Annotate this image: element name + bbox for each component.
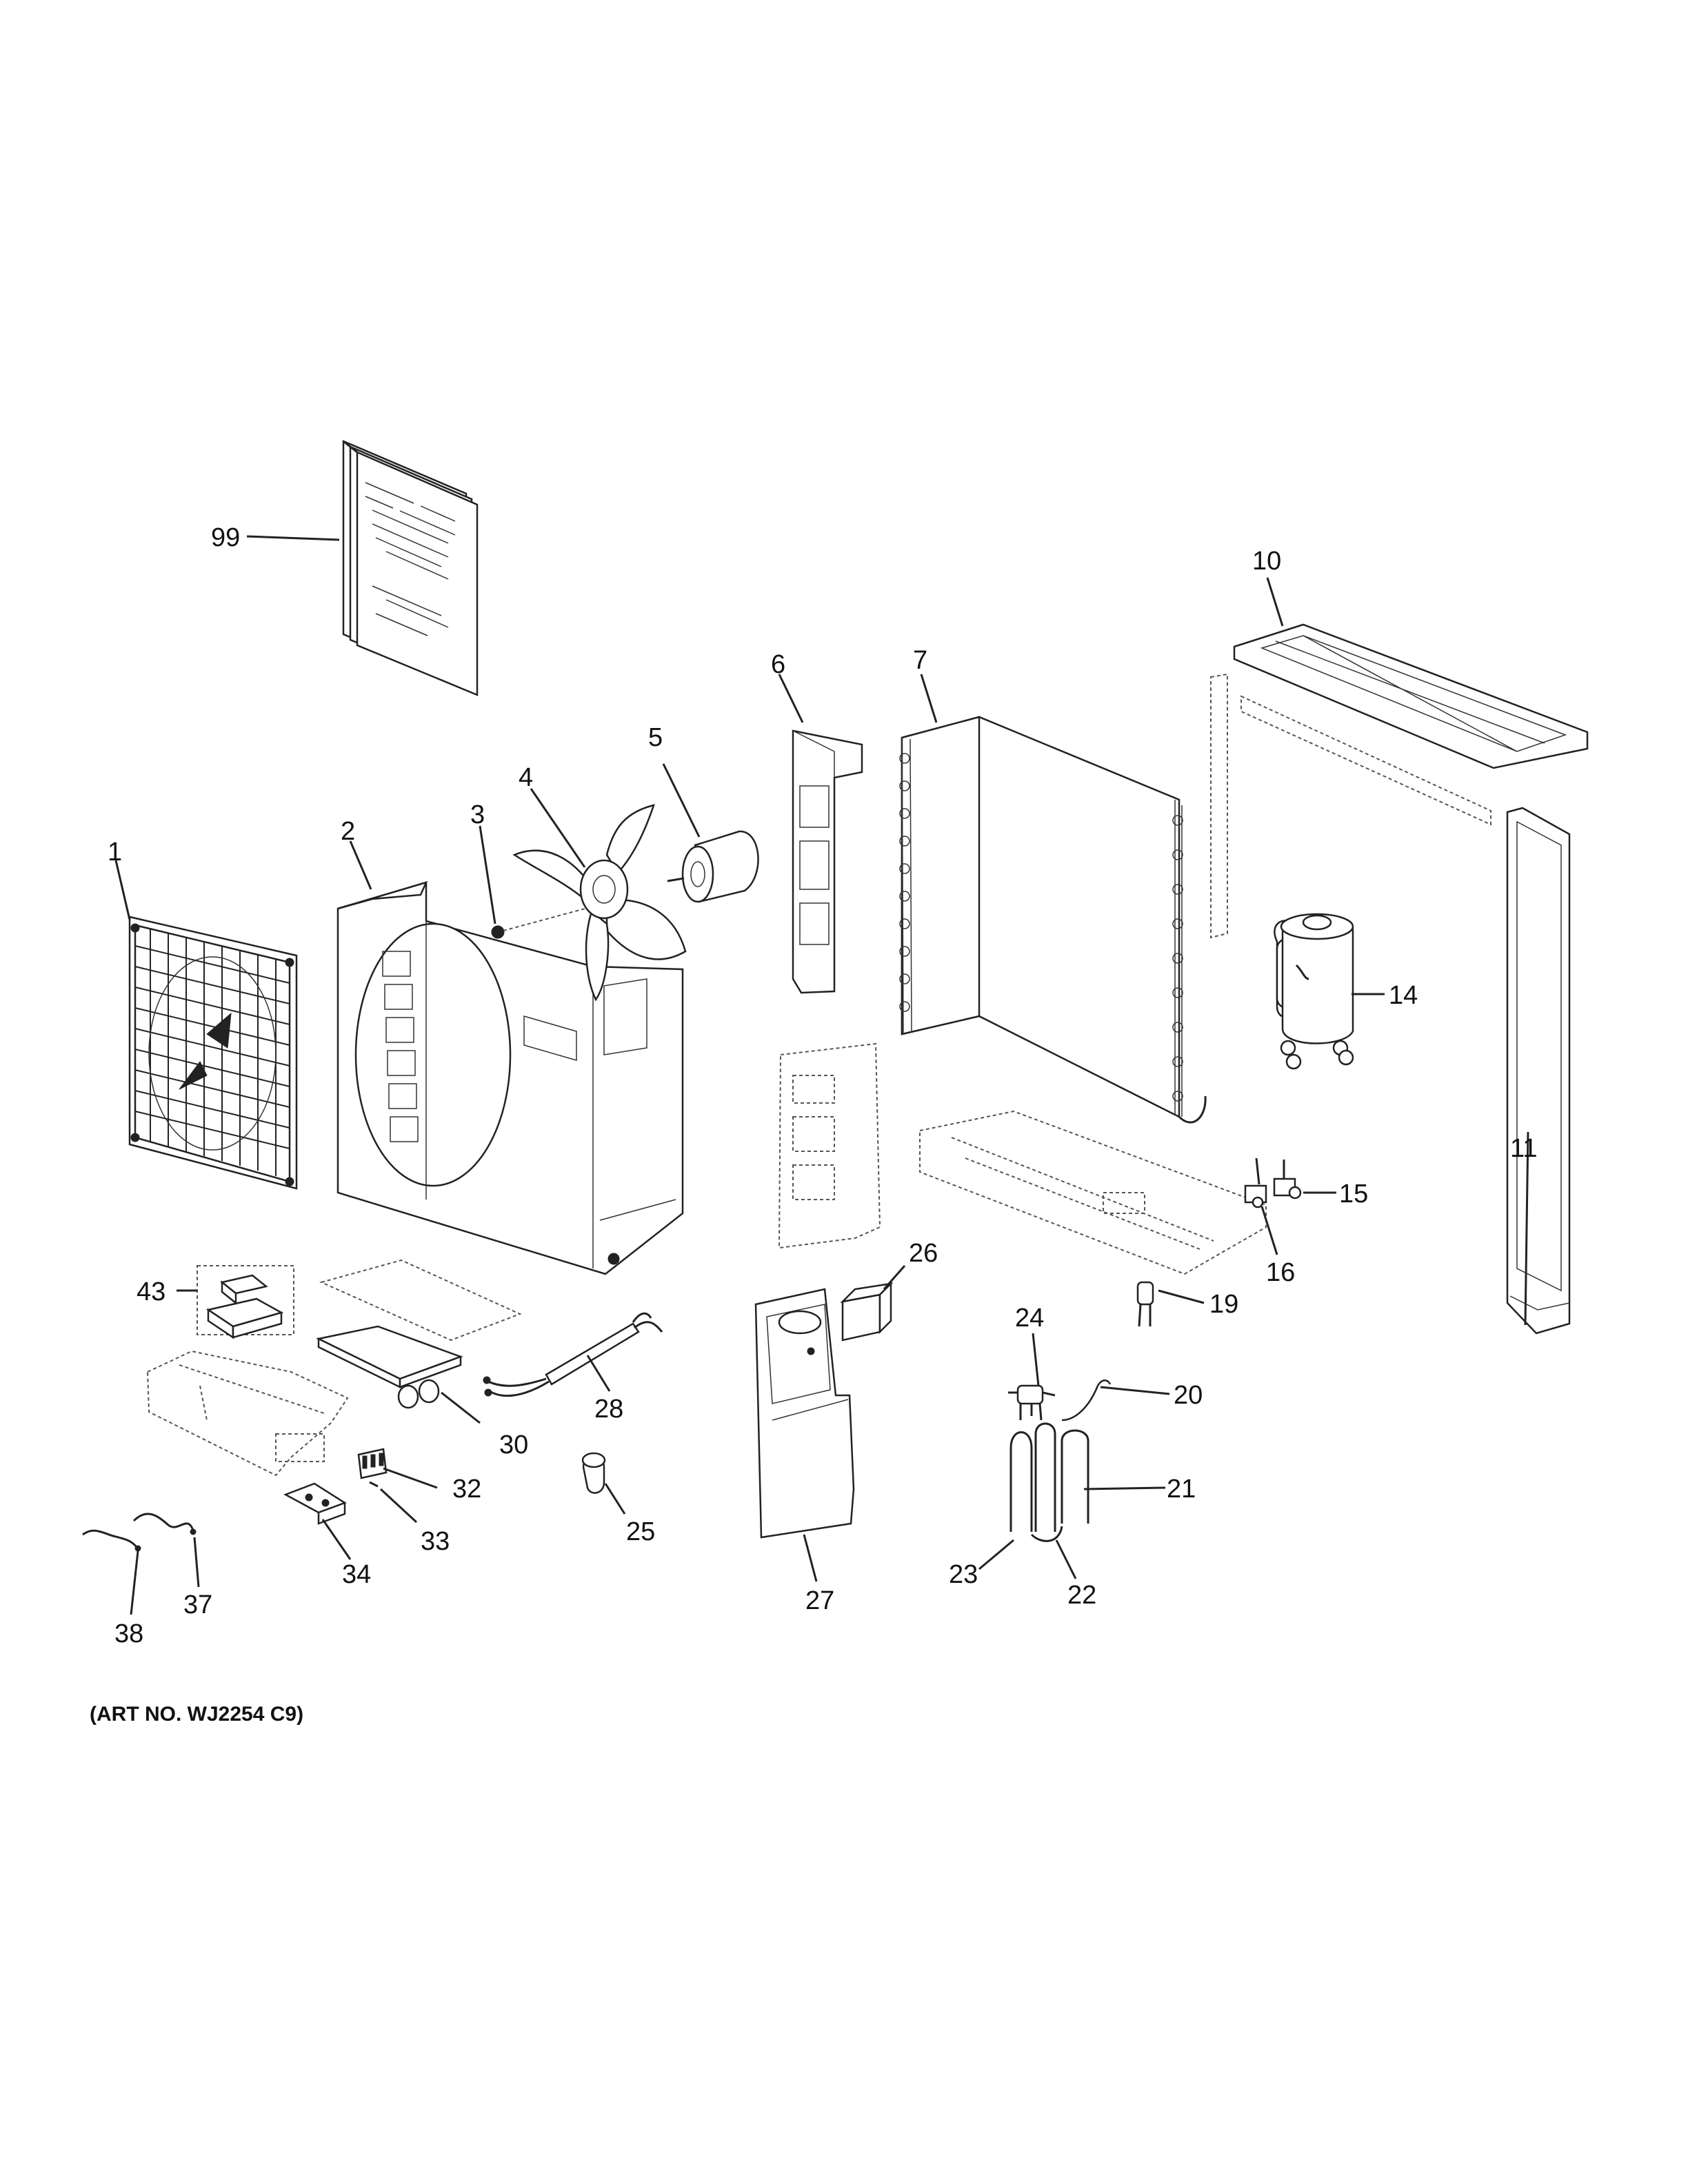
part-43-kit[interactable]: [197, 1265, 294, 1339]
callout-1: 1: [108, 838, 122, 867]
callout-33: 33: [421, 1527, 450, 1556]
leader-4: [530, 788, 586, 868]
part-1-fan-grille[interactable]: [128, 916, 298, 1190]
base-pan-reference: [919, 1110, 1267, 1275]
leader-24: [1032, 1333, 1040, 1386]
callout-15: 15: [1339, 1180, 1368, 1209]
callout-26: 26: [909, 1239, 938, 1268]
callout-2: 2: [341, 817, 355, 846]
callout-25: 25: [626, 1517, 655, 1546]
leader-38: [130, 1550, 139, 1615]
leader-99: [246, 535, 340, 541]
leader-37: [193, 1537, 200, 1588]
leader-16: [1260, 1206, 1278, 1255]
leader-10: [1266, 577, 1284, 627]
part-4-fan-blade[interactable]: [512, 804, 687, 1002]
callout-4: 4: [519, 763, 533, 792]
callout-99: 99: [211, 523, 240, 552]
callout-37: 37: [183, 1590, 212, 1619]
callout-11: 11: [1510, 1134, 1537, 1163]
callout-21: 21: [1167, 1475, 1196, 1504]
art-number: (ART NO. WJ2254 C9): [90, 1703, 303, 1726]
callout-30: 30: [499, 1430, 528, 1459]
leader-25: [604, 1483, 626, 1515]
callout-3: 3: [470, 800, 485, 829]
leader-2: [349, 840, 372, 890]
callout-19: 19: [1209, 1290, 1238, 1319]
leader-30: [441, 1391, 481, 1424]
leader-27: [803, 1534, 818, 1582]
part-24-four-way-valve[interactable]: [1008, 1384, 1056, 1421]
part-7-condenser-coil[interactable]: [899, 716, 1207, 1124]
side-support-reference: [1210, 673, 1491, 939]
part-37-sensor[interactable]: [132, 1513, 197, 1535]
part-19-valve[interactable]: [1136, 1281, 1154, 1327]
insulation-sheet-reference: [319, 1259, 522, 1342]
callout-16: 16: [1266, 1258, 1295, 1287]
part-11-right-panel[interactable]: [1506, 807, 1571, 1335]
part-16-service-valve[interactable]: [1244, 1157, 1267, 1209]
leader-19: [1158, 1289, 1205, 1304]
callout-6: 6: [771, 650, 785, 679]
part-6-motor-bracket[interactable]: [792, 729, 863, 994]
part-14-compressor[interactable]: [1274, 913, 1354, 1070]
callout-28: 28: [594, 1395, 623, 1424]
part-99-manual[interactable]: [342, 440, 479, 696]
part-32-terminal-block[interactable]: [357, 1448, 388, 1479]
leader-6: [778, 674, 804, 723]
callout-24: 24: [1015, 1304, 1044, 1333]
part-25-drain-elbow[interactable]: [581, 1452, 606, 1494]
part-33-screw[interactable]: [369, 1481, 379, 1488]
leader-1: [114, 860, 131, 920]
leader-20: [1100, 1386, 1170, 1395]
partition-reference: [778, 1042, 881, 1249]
part-15-service-valve[interactable]: [1273, 1160, 1302, 1200]
part-26-capacitor[interactable]: [840, 1281, 894, 1342]
part-34-bracket[interactable]: [283, 1482, 347, 1525]
electrical-box-reference: [146, 1350, 349, 1477]
callout-labels: 99 1 2 3 4 5 6 7 10 11 14 15 16 19 20 21…: [108, 523, 1537, 1648]
leader-34: [321, 1519, 352, 1560]
part-27-control-cover[interactable]: [754, 1288, 855, 1539]
leader-32: [383, 1467, 438, 1489]
leader-28: [586, 1355, 611, 1392]
callout-38: 38: [114, 1619, 143, 1648]
callout-7: 7: [913, 646, 927, 675]
part-5-fan-motor[interactable]: [667, 830, 759, 903]
callout-27: 27: [805, 1586, 834, 1615]
callout-34: 34: [342, 1560, 371, 1589]
leader-23: [978, 1539, 1014, 1570]
leader-26: [883, 1265, 906, 1290]
part-3-nut[interactable]: [491, 925, 505, 939]
part-38-sensor[interactable]: [82, 1529, 141, 1552]
callout-23: 23: [949, 1560, 978, 1589]
callout-20: 20: [1174, 1381, 1203, 1410]
part-21-piping[interactable]: [1009, 1422, 1089, 1542]
callout-22: 22: [1067, 1581, 1096, 1610]
callout-14: 14: [1389, 981, 1418, 1010]
leader-7: [920, 674, 938, 723]
callout-32: 32: [452, 1475, 481, 1504]
leader-33: [379, 1488, 418, 1524]
leader-5: [662, 763, 701, 838]
leader-3: [479, 825, 496, 924]
part-10-top-cover[interactable]: [1233, 623, 1589, 769]
leader-22: [1055, 1539, 1077, 1579]
callout-10: 10: [1252, 547, 1281, 576]
callout-5: 5: [648, 723, 663, 752]
leader-21: [1083, 1486, 1166, 1490]
leader-11: [1524, 1131, 1529, 1326]
part-20-tube[interactable]: [1061, 1379, 1112, 1422]
part-30-control-board[interactable]: [316, 1325, 463, 1409]
part-28-wire-harness[interactable]: [483, 1312, 663, 1397]
callout-43: 43: [137, 1277, 165, 1306]
